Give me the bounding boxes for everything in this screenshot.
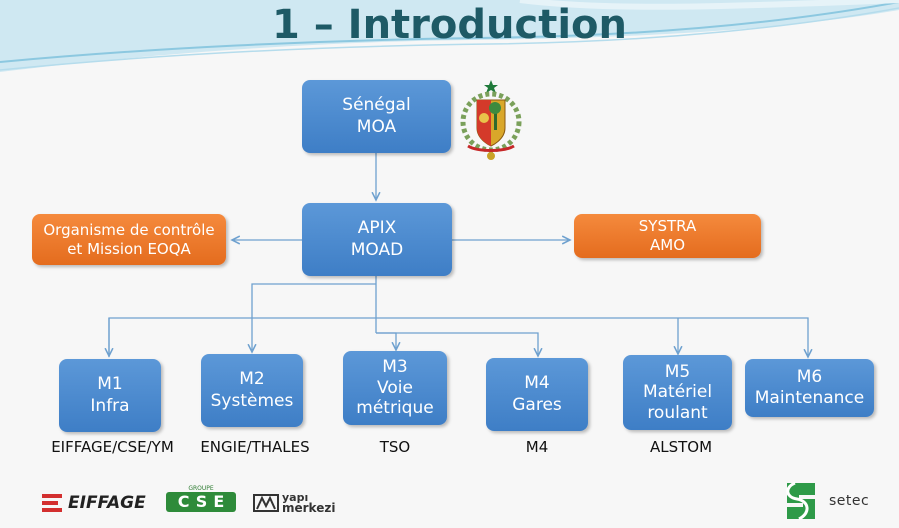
- node-m5-materiel-roulant: M5 Matériel roulant: [623, 355, 732, 430]
- node-organisme-controle: Organisme de contrôle et Mission EOQA: [32, 214, 226, 265]
- setec-logo: setec: [781, 479, 869, 523]
- node-m1-infra: M1 Infra: [59, 359, 161, 432]
- node-apix-line2: MOAD: [350, 239, 404, 260]
- node-m2-contractor: ENGIE/THALES: [200, 438, 310, 456]
- node-m3-line2: Voie: [377, 377, 413, 398]
- yapi-text: yapı: [282, 491, 309, 504]
- merkezi-text: merkezi: [282, 501, 336, 515]
- node-m6-maintenance: M6 Maintenance: [745, 359, 874, 417]
- node-m4-line2: Gares: [512, 394, 562, 415]
- node-m4-line1: M4: [524, 373, 550, 394]
- node-m2-systemes: M2 Systèmes: [201, 354, 303, 427]
- node-senegal-line1: Sénégal: [342, 95, 411, 116]
- eiffage-mark-icon: [42, 494, 62, 512]
- node-m1-line1: M1: [97, 374, 123, 395]
- eiffage-logo: EIFFAGE: [42, 491, 146, 515]
- node-m6-line2: Maintenance: [754, 388, 865, 408]
- yapi-merkezi-logo: yapı merkezi: [253, 490, 335, 516]
- node-systra-line2: AMO: [649, 236, 685, 254]
- yapi-merkezi-mark-icon: [253, 494, 279, 512]
- node-m3-voie-metrique: M3 Voie métrique: [343, 351, 447, 425]
- node-m1-contractor: EIFFAGE/CSE/YM: [51, 438, 174, 456]
- node-m2-line1: M2: [239, 369, 265, 390]
- node-systra-line1: SYSTRA: [638, 217, 697, 236]
- node-m6-line1: M6: [796, 366, 823, 387]
- eiffage-logo-text: EIFFAGE: [68, 493, 146, 513]
- node-m5-line3: roulant: [647, 402, 708, 423]
- cse-logo-text: CSE: [166, 492, 236, 512]
- cse-logo-top: GROUPE: [188, 485, 214, 492]
- node-m4-gares: M4 Gares: [486, 358, 588, 431]
- node-senegal-line2: MOA: [356, 116, 397, 137]
- node-m5-line1: M5: [664, 361, 691, 382]
- node-m3-line1: M3: [382, 357, 408, 378]
- node-m1-line2: Infra: [90, 395, 130, 416]
- node-senegal-moa: Sénégal MOA: [302, 80, 451, 153]
- node-apix-moad: APIX MOAD: [302, 203, 452, 276]
- node-m5-line2: Matériel: [642, 382, 713, 403]
- node-apix-line1: APIX: [357, 218, 397, 239]
- node-m2-line2: Systèmes: [210, 390, 294, 411]
- setec-s-icon: [786, 481, 815, 521]
- header-wave: [0, 0, 899, 72]
- senegal-coat-of-arms-icon: [460, 80, 522, 160]
- node-systra-amo: SYSTRA AMO: [574, 214, 761, 258]
- node-controle-line2: et Mission EOQA: [67, 239, 191, 258]
- node-m4-contractor: M4: [525, 438, 549, 456]
- setec-logo-text: setec: [829, 493, 870, 509]
- cse-logo: GROUPE CSE: [166, 485, 236, 517]
- node-controle-line1: Organisme de contrôle: [43, 220, 215, 239]
- page-title: 1 – Introduction: [272, 2, 627, 48]
- node-m5-contractor: ALSTOM: [649, 438, 713, 456]
- node-m3-line3: métrique: [356, 398, 434, 419]
- node-m3-contractor: TSO: [379, 438, 411, 456]
